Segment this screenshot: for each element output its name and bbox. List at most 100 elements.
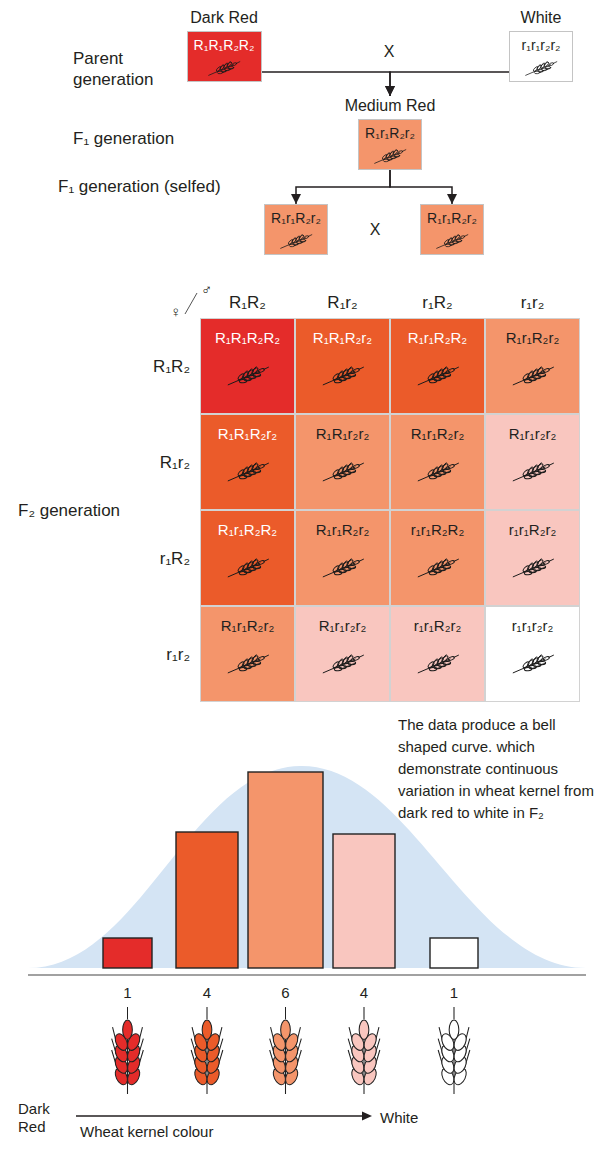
wheat-icon-shape bbox=[418, 463, 458, 481]
kernel-colour-fill: r₁r₁R₂r₂ bbox=[485, 510, 580, 606]
wheat-icon bbox=[321, 365, 365, 387]
punnett-cell: r₁r₁R₂r₂ bbox=[485, 510, 580, 606]
gamete-header: R₁R₂ bbox=[229, 292, 266, 313]
kernel-colour-fill: R₁R₁R₂r₂ bbox=[295, 318, 390, 414]
gamete-header: r₁r₂ bbox=[521, 292, 545, 313]
punnett-cell: R₁R₁R₂r₂ bbox=[295, 318, 390, 414]
kernel-colour-fill: R₁R₁R₂R₂ bbox=[187, 31, 262, 82]
wheat-icon-shape bbox=[281, 234, 312, 248]
wheat-icon-shape bbox=[418, 655, 458, 673]
wheat-icon bbox=[226, 557, 270, 579]
genotype-text: r₁r₁r₂r₂ bbox=[512, 617, 554, 635]
wheat-icon-shape bbox=[228, 463, 268, 481]
kernel-colour-fill: R₁r₁R₂r₂ bbox=[295, 510, 390, 606]
genotype-text: R₁R₁R₂r₂ bbox=[218, 425, 277, 443]
genotype-text: R₁r₁r₂r₂ bbox=[319, 617, 367, 635]
genotype-text: R₁r₁r₂r₂ bbox=[509, 425, 557, 443]
axis-end-label: Dark Red bbox=[18, 1100, 70, 1136]
punnett-cell: r₁r₁r₂r₂ bbox=[485, 606, 580, 702]
genotype-text: R₁R₁R₂R₂ bbox=[194, 37, 255, 54]
genotype-text: R₁r₁R₂r₂ bbox=[427, 210, 477, 227]
kernel-colour-fill: r₁r₁R₂R₂ bbox=[390, 510, 485, 606]
cross-arrow bbox=[296, 170, 390, 204]
wheat-icon bbox=[321, 461, 365, 483]
axis-line bbox=[28, 974, 586, 975]
gamete-header: r₁R₂ bbox=[160, 548, 190, 569]
gamete-header: R₁r₂ bbox=[327, 292, 357, 313]
generation-label: Parent generation bbox=[73, 48, 173, 90]
wheat-icon bbox=[226, 461, 270, 483]
wheat-icon bbox=[321, 557, 365, 579]
kernel-colour-fill: r₁r₁R₂r₂ bbox=[390, 606, 485, 702]
kernel-colour-fill: R₁r₁R₂r₂ bbox=[390, 414, 485, 510]
punnett-cell: r₁r₁R₂r₂ bbox=[390, 606, 485, 702]
bar-count: 1 bbox=[450, 983, 458, 1002]
genotype-text: R₁r₁R₂r₂ bbox=[365, 125, 415, 142]
kernel-colour-fill: R₁r₁r₂r₂ bbox=[295, 606, 390, 702]
wheat-icon-shape bbox=[209, 61, 240, 75]
wheat-icon-shape bbox=[437, 234, 468, 248]
wheat-icon bbox=[511, 653, 555, 675]
bar-count: 6 bbox=[281, 983, 289, 1002]
wheat-icon bbox=[321, 653, 365, 675]
kernel-colour-fill: r₁r₁r₂r₂ bbox=[485, 606, 580, 702]
punnett-cell: r₁r₁R₂R₂ bbox=[390, 510, 485, 606]
genotype-text: R₁r₁R₂R₂ bbox=[408, 329, 467, 347]
wheat-icon bbox=[416, 653, 460, 675]
genotype-text: R₁r₁R₂r₂ bbox=[411, 425, 464, 443]
kernel-colour-fill: R₁r₁R₂r₂ bbox=[358, 119, 422, 170]
wheat-icon-shape bbox=[228, 655, 268, 673]
genotype-text: r₁r₁R₂R₂ bbox=[411, 521, 464, 539]
kernel-colour-fill: R₁r₁R₂r₂ bbox=[485, 318, 580, 414]
punnett-cell: R₁R₁R₂r₂ bbox=[200, 414, 295, 510]
kernel-colour-fill: R₁R₁R₂R₂ bbox=[200, 318, 295, 414]
gamete-header: R₁r₂ bbox=[160, 452, 190, 473]
cross-arrow bbox=[390, 170, 452, 204]
box-heading: White bbox=[521, 8, 562, 28]
wheat-icon-shape bbox=[513, 559, 553, 577]
cross-arrow bbox=[390, 72, 509, 96]
wheat-icon bbox=[435, 233, 469, 250]
wheat-ear bbox=[438, 1007, 470, 1094]
wheat-icon-shape bbox=[323, 463, 363, 481]
cross-arrow bbox=[262, 72, 391, 96]
wheat-icon-shape bbox=[418, 559, 458, 577]
genotype-text: R₁R₁R₂R₂ bbox=[215, 329, 280, 347]
wheat-ear bbox=[348, 1007, 380, 1094]
gamete-header: r₁R₂ bbox=[422, 292, 452, 313]
gradient-arrow bbox=[76, 1115, 364, 1116]
wheat-icon bbox=[511, 557, 555, 579]
wheat-icon bbox=[511, 461, 555, 483]
generation-label: F₁ generation (selfed) bbox=[58, 176, 221, 197]
bar-count: 4 bbox=[360, 983, 368, 1002]
wheat-icon-shape bbox=[323, 367, 363, 385]
gamete-header: r₁r₂ bbox=[166, 644, 190, 665]
genotype-box: Dark RedR₁R₁R₂R₂ bbox=[187, 8, 262, 82]
genotype-text: R₁r₁R₂r₂ bbox=[316, 521, 369, 539]
kernel-colour-fill: R₁R₁r₂r₂ bbox=[295, 414, 390, 510]
punnett-cell: R₁r₁R₂R₂ bbox=[200, 510, 295, 606]
wheat-icon-shape bbox=[513, 655, 553, 673]
genotype-text: r₁r₁R₂r₂ bbox=[509, 521, 557, 539]
kernel-colour-fill: R₁r₁R₂r₂ bbox=[200, 606, 295, 702]
genotype-box: Medium RedR₁r₁R₂r₂ bbox=[345, 96, 436, 170]
wheat-icon-shape bbox=[228, 367, 268, 385]
wheat-icon bbox=[416, 461, 460, 483]
kernel-colour-fill: R₁r₁r₂r₂ bbox=[485, 414, 580, 510]
generation-label: F₂ generation bbox=[18, 500, 120, 521]
wheat-icon-shape bbox=[323, 655, 363, 673]
kernel-colour-fill: R₁r₁R₂r₂ bbox=[264, 204, 328, 255]
genotype-text: r₁r₁r₂r₂ bbox=[522, 37, 561, 54]
gradient-arrow-head bbox=[362, 1112, 372, 1121]
cross-sign: X bbox=[370, 220, 381, 240]
punnett-cell: R₁r₁R₂r₂ bbox=[200, 606, 295, 702]
wheat-ear bbox=[191, 1007, 223, 1094]
cross-sign: X bbox=[384, 42, 395, 62]
bar-count: 1 bbox=[123, 983, 131, 1002]
wheat-icon-shape bbox=[228, 559, 268, 577]
genotype-box: White r₁r₁r₂r₂ bbox=[509, 8, 573, 82]
wheat-icon bbox=[416, 365, 460, 387]
punnett-cell: R₁R₁R₂R₂ bbox=[200, 318, 295, 414]
punnett-cell: R₁r₁r₂r₂ bbox=[485, 414, 580, 510]
